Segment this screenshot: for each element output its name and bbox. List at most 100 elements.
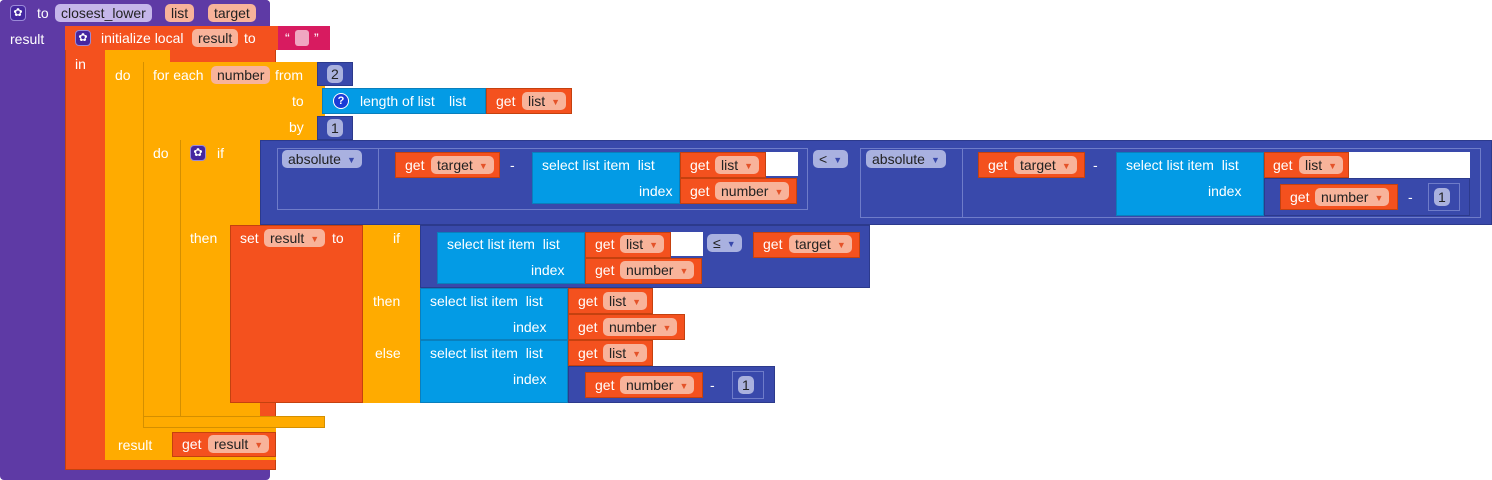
length-of-list-block[interactable] [322, 88, 486, 114]
procedure-name[interactable]: closest_lower [55, 4, 152, 22]
compare-op-dropdown[interactable]: ≤▼ [707, 234, 742, 252]
set-to-label: to [332, 230, 344, 246]
dropdown-arrow-icon: ▼ [346, 155, 356, 165]
gear-icon[interactable]: ✿ [10, 5, 26, 21]
number-value[interactable]: 1 [1434, 188, 1450, 206]
in-label: in [75, 56, 86, 72]
text-value-field[interactable] [295, 30, 309, 46]
then-label: then [190, 230, 218, 246]
select-list-item-block[interactable] [1116, 152, 1264, 216]
op-name: absolute [872, 151, 925, 167]
gear-icon[interactable]: ✿ [190, 145, 206, 161]
var-name: result [214, 436, 249, 452]
if-label: if [217, 145, 224, 161]
var-dropdown[interactable]: number▼ [620, 261, 695, 279]
dropdown-arrow-icon: ▼ [662, 323, 672, 333]
get-label: get [763, 236, 783, 252]
dropdown-arrow-icon: ▼ [254, 440, 264, 450]
select-label: select list item list [447, 236, 560, 252]
index-label: index [639, 183, 673, 199]
procedure-keyword: to [37, 5, 49, 21]
var-name: number [626, 262, 674, 278]
var-dropdown[interactable]: list▼ [603, 344, 648, 362]
for-each-bottom [143, 416, 325, 428]
number-block[interactable] [1428, 183, 1460, 211]
else-label: else [375, 345, 401, 361]
init-var[interactable]: result [192, 29, 239, 47]
get-label: get [595, 236, 615, 252]
select-list-item-block[interactable] [420, 340, 568, 403]
select-label: select list item list [430, 345, 543, 361]
absolute-dropdown[interactable]: absolute▼ [866, 150, 946, 168]
minus-label: - [1408, 189, 1413, 205]
var-dropdown[interactable]: target▼ [1014, 156, 1077, 174]
from-label: from [275, 67, 303, 83]
dropdown-arrow-icon: ▼ [478, 161, 488, 171]
var-name: list [626, 236, 644, 252]
number-value[interactable]: 1 [738, 376, 754, 394]
dropdown-arrow-icon: ▼ [632, 349, 642, 359]
render-gap [671, 232, 703, 256]
minus-label: - [710, 377, 715, 393]
op-name: absolute [288, 151, 341, 167]
var-dropdown[interactable]: result ▼ [208, 435, 270, 453]
var-dropdown[interactable]: number▼ [603, 318, 678, 336]
index-label: index [531, 262, 565, 278]
compare-op-dropdown[interactable]: <▼ [813, 150, 849, 168]
var-dropdown[interactable]: list▼ [715, 156, 760, 174]
minus-label: - [1093, 157, 1098, 173]
get-label: get [578, 345, 598, 361]
var-name: list [1305, 157, 1323, 173]
var-dropdown[interactable]: list▼ [522, 92, 567, 110]
from-value[interactable]: 2 [327, 65, 343, 83]
if-label: if [393, 230, 400, 246]
help-icon[interactable]: ? [333, 93, 349, 109]
for-each-arm [143, 140, 180, 416]
dropdown-arrow-icon: ▼ [836, 240, 846, 250]
get-label: get [1290, 189, 1310, 205]
var-dropdown[interactable]: result▼ [264, 229, 326, 247]
var-dropdown[interactable]: number▼ [1315, 188, 1390, 206]
by-value[interactable]: 1 [327, 119, 343, 137]
select-list-item-block[interactable] [532, 152, 680, 204]
open-quote: “ [285, 30, 290, 46]
minus-block[interactable] [1264, 178, 1470, 216]
gear-icon[interactable]: ✿ [75, 30, 91, 46]
index-label: index [1208, 183, 1242, 199]
absolute-dropdown[interactable]: absolute ▼ [282, 150, 362, 168]
minus-block-right[interactable] [962, 148, 1481, 218]
var-dropdown[interactable]: list▼ [1299, 156, 1344, 174]
do-result-label: result [118, 437, 153, 453]
var-dropdown[interactable]: target▼ [789, 235, 852, 253]
number-block[interactable] [732, 371, 764, 399]
select-label: select list item list [542, 157, 655, 173]
var-dropdown[interactable]: list ▼ [603, 292, 648, 310]
loop-var[interactable]: number [211, 66, 271, 84]
index-label: index [513, 371, 547, 387]
set-result-block[interactable] [230, 225, 363, 403]
var-name: number [721, 183, 769, 199]
op-name: ≤ [713, 235, 721, 251]
inline-if-block[interactable] [363, 225, 420, 403]
var-dropdown[interactable]: number▼ [715, 182, 790, 200]
var-name: number [1321, 189, 1369, 205]
get-label: get [1273, 157, 1293, 173]
var-name: list [609, 293, 627, 309]
select-list-item-block[interactable] [437, 232, 585, 284]
var-dropdown[interactable]: number▼ [620, 376, 695, 394]
then-label: then [373, 293, 401, 309]
get-label: get [690, 183, 710, 199]
select-list-item-block[interactable] [420, 288, 568, 340]
var-dropdown[interactable]: target▼ [431, 156, 494, 174]
param-list[interactable]: list [165, 4, 195, 22]
dropdown-arrow-icon: ▼ [833, 155, 843, 165]
param-target[interactable]: target [208, 4, 256, 22]
render-gap [766, 152, 798, 176]
get-label: get [988, 157, 1008, 173]
length-list-label: list [449, 93, 467, 109]
minus-block-left[interactable] [378, 148, 808, 210]
var-dropdown[interactable]: list▼ [620, 235, 665, 253]
get-label: get [496, 93, 516, 109]
result-label: result [10, 31, 45, 47]
dropdown-arrow-icon: ▼ [632, 297, 642, 307]
